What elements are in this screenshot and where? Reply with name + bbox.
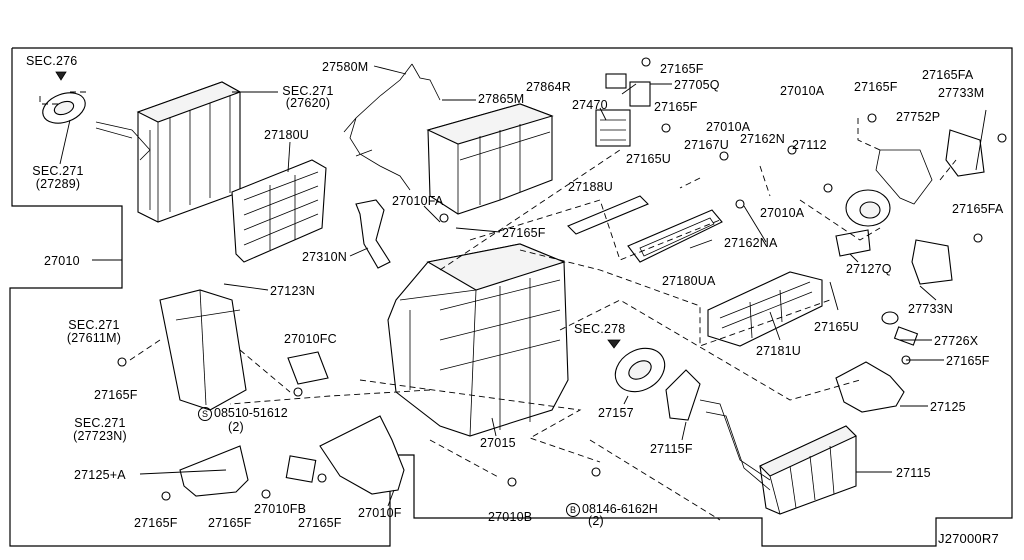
label-p27470: 27470: [572, 98, 608, 112]
diagram-ref-code: J27000R7: [938, 531, 999, 546]
label-sec271-left: SEC.271: [32, 164, 84, 178]
label-p27162n: 27162N: [740, 132, 785, 146]
label-p27580m: 27580M: [322, 60, 369, 74]
label-p27165f-g: 27165F: [654, 100, 698, 114]
label-sec276: SEC.276: [26, 54, 78, 68]
label-bolt2-qty: (2): [588, 514, 604, 528]
bolt-markers: [117, 57, 1007, 501]
label-bolt1-code: 08510-51612: [214, 406, 288, 420]
label-p27010fc: 27010FC: [284, 332, 337, 346]
label-sec278: SEC.278: [574, 322, 626, 336]
outer-frame: [9, 47, 1013, 547]
label-p27865m: 27865M: [478, 92, 525, 106]
bracket-27125-part: [835, 361, 905, 413]
label-p27010f: 27010F: [358, 506, 402, 520]
label-bolt2-code: 08146-6162H: [582, 502, 658, 516]
label-p27162na: 27162NA: [724, 236, 778, 250]
label-p27165u-1: 27165U: [626, 152, 671, 166]
label-p27010: 27010: [44, 254, 80, 268]
harness-27580m-part: [343, 63, 441, 191]
label-p27165f-a: 27165F: [502, 226, 546, 240]
label-p27010fa: 27010FA: [392, 194, 444, 208]
bolt1-mark: S: [198, 406, 212, 421]
label-p27752p: 27752P: [896, 110, 941, 124]
label-p27705q: 27705Q: [674, 78, 720, 92]
seal-27115f-part: [665, 369, 701, 421]
label-p27167u: 27167U: [684, 138, 729, 152]
evaporator-part: [95, 81, 242, 223]
duct-27010f-part: [319, 415, 405, 495]
label-p27165f-f: 27165F: [660, 62, 704, 76]
label-p27180ua: 27180UA: [662, 274, 716, 288]
bracket-27010fc-part: [287, 351, 329, 385]
label-p27010b: 27010B: [488, 510, 533, 524]
label-p27165fa-1: 27165FA: [922, 68, 974, 82]
label-p27181u: 27181U: [756, 344, 801, 358]
label-p27112: 27112: [792, 138, 827, 152]
label-p27864r: 27864R: [526, 80, 571, 94]
seal-27157-part: [607, 339, 666, 393]
label-p27115: 27115: [896, 466, 931, 480]
label-p27733n: 27733N: [908, 302, 953, 316]
filter-27180u-part: [231, 159, 327, 263]
label-p27310n: 27310N: [302, 250, 347, 264]
actuator-27733m-part: [945, 129, 985, 177]
resistor-27470-part: [595, 73, 651, 147]
duct-27611m-part: [159, 289, 247, 411]
label-p27157: 27157: [598, 406, 634, 420]
strip-27188u-part: [567, 195, 649, 235]
label-p27115f: 27115F: [650, 442, 693, 456]
assembly-lines: [129, 118, 957, 521]
label-p27180u: 27180U: [264, 128, 309, 142]
actuator-27733n-part: [911, 239, 953, 285]
grille-27181u-part: [707, 271, 823, 347]
label-bolt1-qty: (2): [228, 420, 244, 434]
bracket-27752p-part: [875, 149, 933, 205]
label-p27123n: 27123N: [270, 284, 315, 298]
leader-lines: [59, 65, 987, 507]
label-p27125: 27125: [930, 400, 966, 414]
label-p27015: 27015: [480, 436, 516, 450]
label-p27165fa-2: 27165FA: [952, 202, 1004, 216]
label-p27165f-h: 27165F: [854, 80, 898, 94]
label-sec271-723: SEC.271: [74, 416, 126, 430]
plate-27010fb-part: [285, 455, 317, 483]
label-p27165f-c: 27165F: [134, 516, 178, 530]
label-p27188u: 27188U: [568, 180, 613, 194]
label-p27165f-i: 27165F: [946, 354, 990, 368]
bolt2-mark: B: [566, 502, 580, 517]
sensor-27726x-part: [881, 311, 919, 346]
label-sec271-611: SEC.271: [68, 318, 120, 332]
label-sec271-top: SEC.271: [282, 84, 334, 98]
label-p27165u-2: 27165U: [814, 320, 859, 334]
frame-27180ua-part: [627, 209, 723, 263]
motor-27112-part: [835, 189, 891, 257]
label-p27010a-1: 27010A: [706, 120, 751, 134]
label-p27611m: (27611M): [66, 331, 122, 345]
label-p27010fb: 27010FB: [254, 502, 307, 516]
expansion-valve-part: [42, 71, 86, 124]
label-p27726x: 27726X: [934, 334, 979, 348]
label-p27010a-2: 27010A: [780, 84, 825, 98]
label-p27165f-d: 27165F: [208, 516, 252, 530]
label-p27010a-3: 27010A: [760, 206, 805, 220]
label-p27165f-e: 27165F: [298, 516, 342, 530]
blower-case-part: [426, 103, 554, 215]
label-p27733m: 27733M: [938, 86, 985, 100]
label-p27289: (27289): [35, 177, 81, 191]
duct-27310n-part: [355, 199, 391, 269]
heater-unit-part: [387, 243, 569, 437]
heater-core-part: [699, 399, 857, 515]
label-p27125a: 27125+A: [74, 468, 126, 482]
label-p27620: (27620): [285, 96, 331, 110]
label-p27723n: (27723N): [73, 429, 127, 443]
label-p27165f-b: 27165F: [94, 388, 138, 402]
label-p27127q: 27127Q: [846, 262, 892, 276]
